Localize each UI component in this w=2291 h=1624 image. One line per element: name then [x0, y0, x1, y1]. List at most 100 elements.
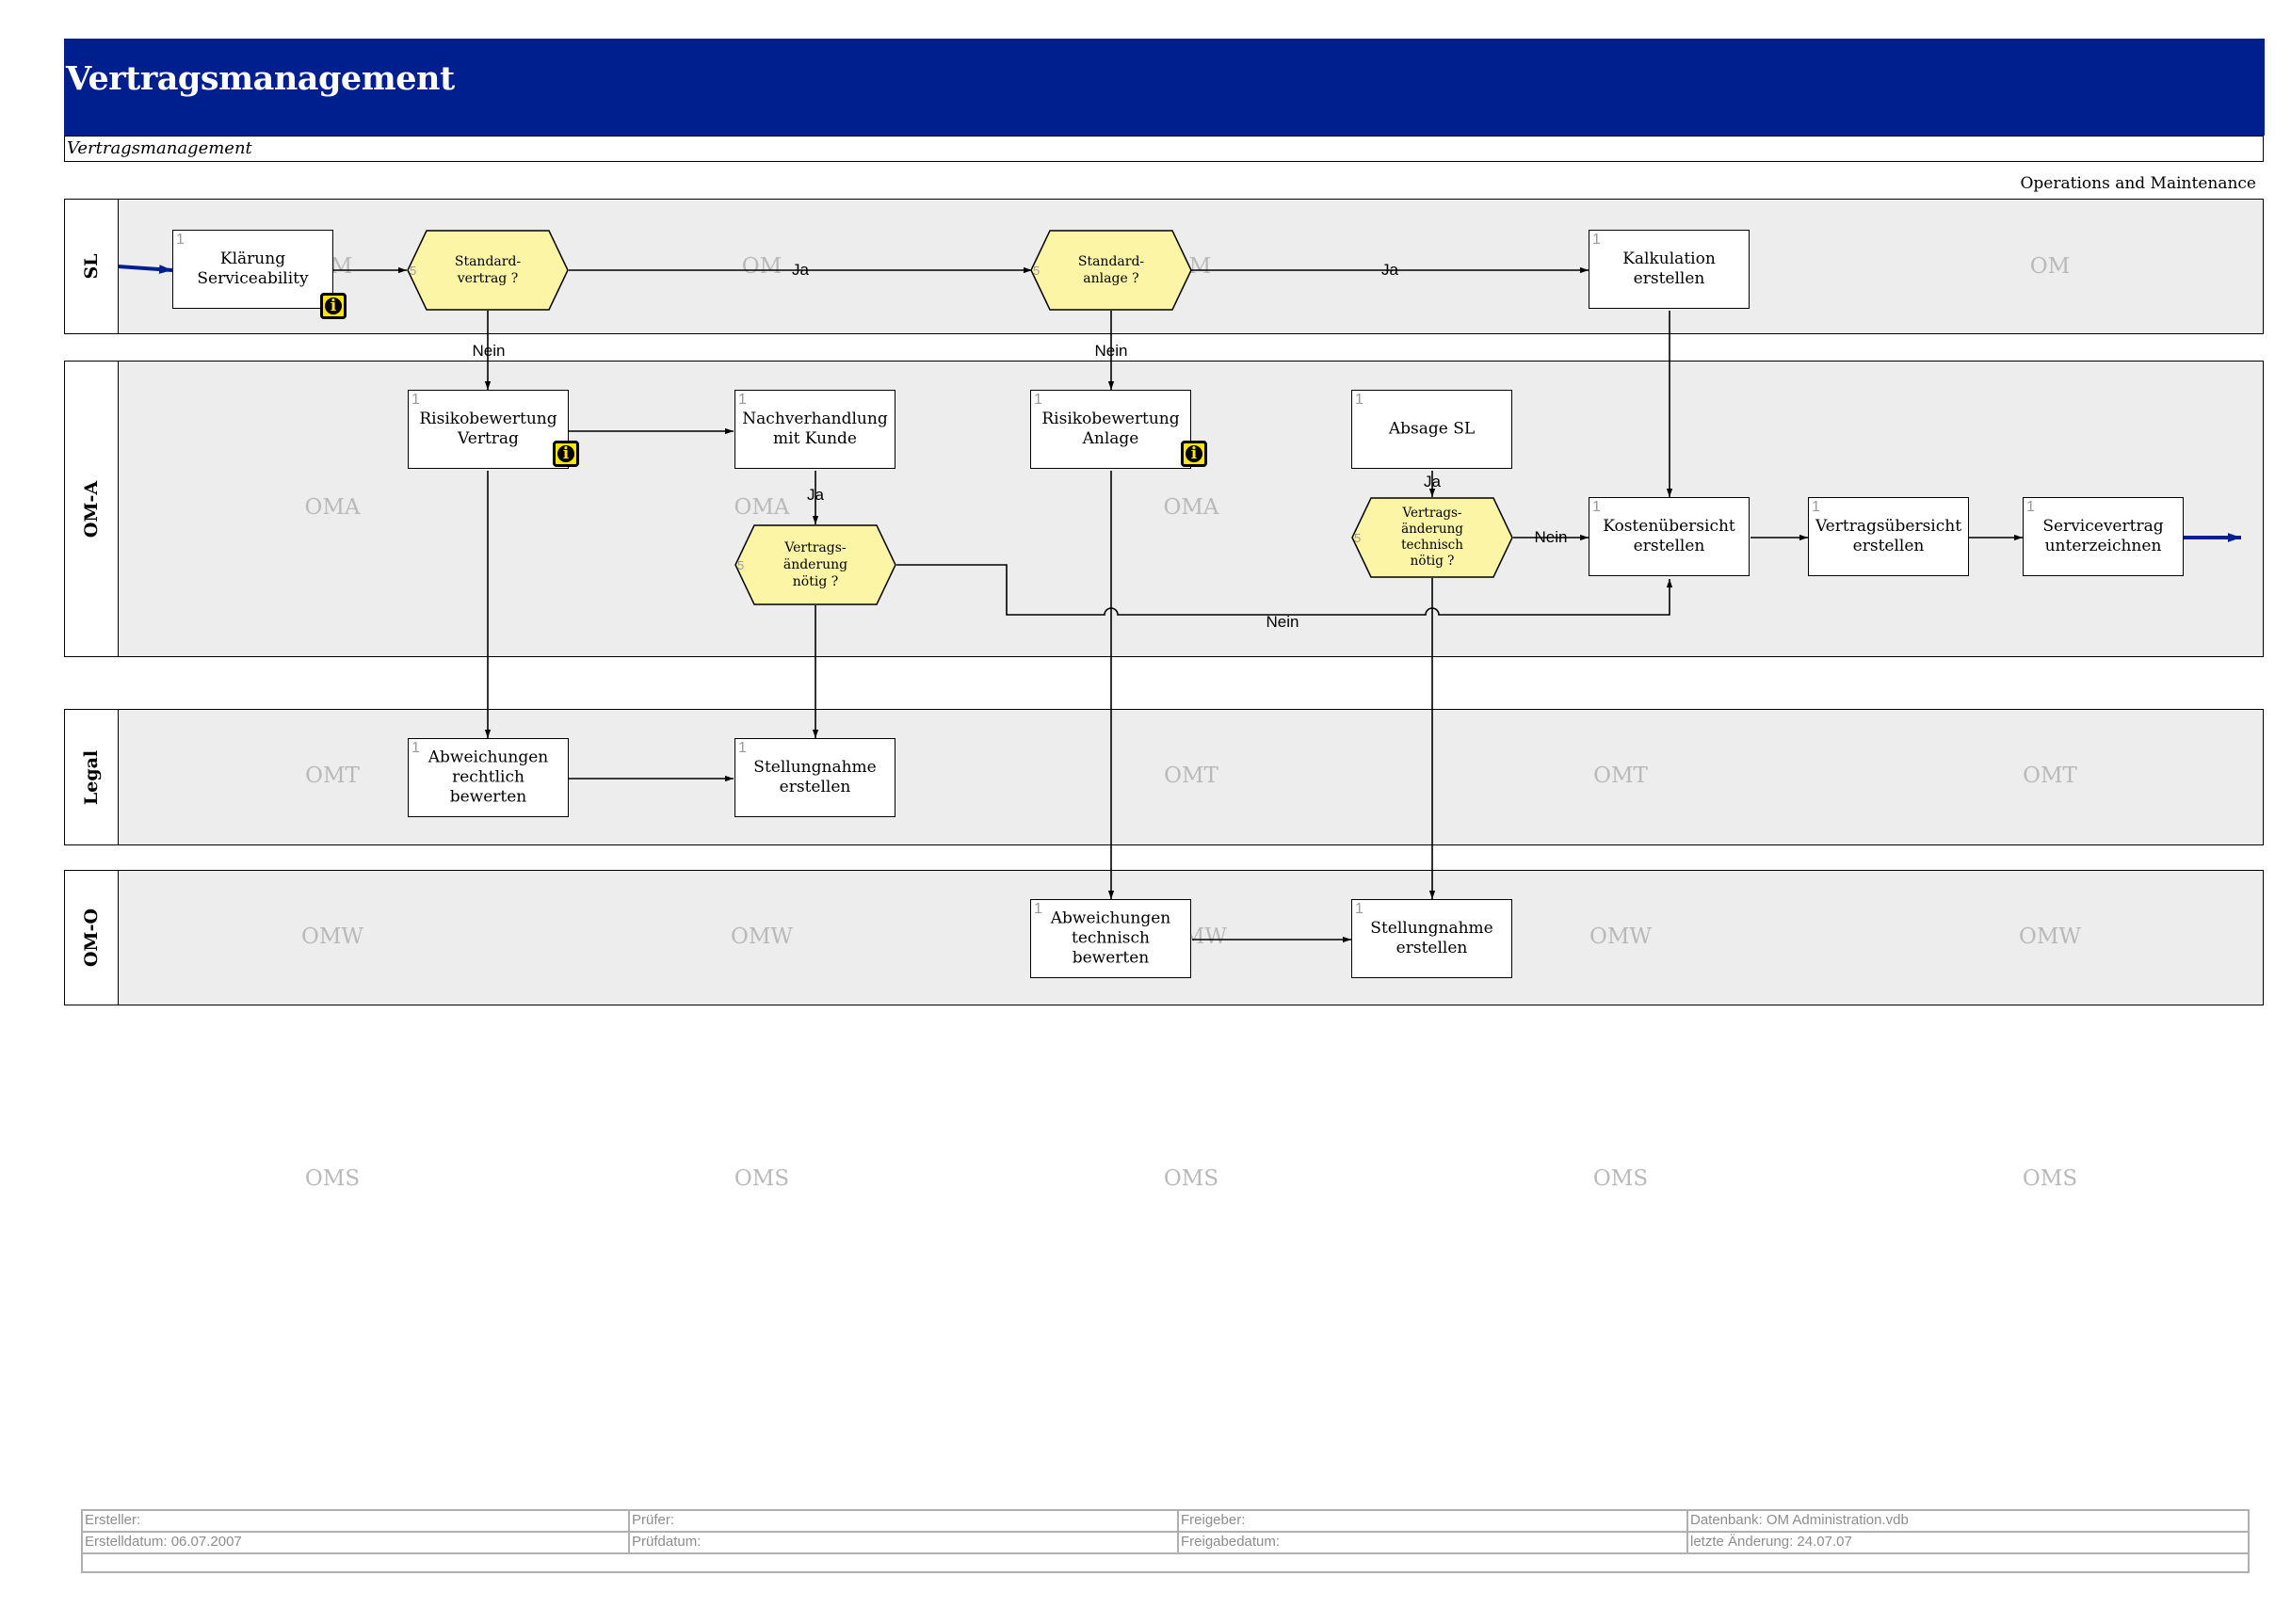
task-number: 1 [1034, 901, 1042, 917]
lane-watermark: OM [2029, 254, 2071, 279]
edge-label-no: Nein [1094, 342, 1128, 360]
lane-header: SL [65, 200, 119, 333]
lane-watermark: OMW [730, 925, 794, 949]
edge-d3-n7 [896, 564, 1673, 616]
task-risikobewertung-anlage[interactable]: 1 Risikobewertung Anlage [1030, 390, 1191, 469]
outside-watermark: OMS [734, 1166, 790, 1191]
decision-standardanlage[interactable]: 5 Standard- anlage ? [1030, 230, 1192, 311]
task-label: Klärung Serviceability [197, 249, 309, 288]
task-number: 1 [2026, 499, 2035, 515]
task-number: 1 [176, 232, 185, 248]
task-stellungnahme-omo[interactable]: 1 Stellungnahme erstellen [1351, 899, 1512, 978]
task-label: Abweichungen rechtlich bewerten [428, 748, 549, 807]
task-label: Absage SL [1388, 419, 1476, 439]
edge-label-yes: Ja [1424, 473, 1441, 490]
lane-watermark: OM [741, 254, 782, 279]
task-number: 1 [1592, 232, 1601, 248]
footer-pruefer: Prüfer: [630, 1511, 1179, 1531]
task-kalkulation-erstellen[interactable]: 1 Kalkulation erstellen [1589, 230, 1750, 309]
task-number: 1 [1592, 499, 1601, 515]
decision-standardvertrag[interactable]: 5 Standard- vertrag ? [407, 230, 569, 311]
subtitle-box: Vertragsmanagement [64, 136, 2264, 162]
footer-row: Ersteller: Prüfer: Freigeber: Datenbank:… [83, 1511, 2248, 1533]
task-stellungnahme-legal[interactable]: 1 Stellungnahme erstellen [734, 738, 895, 817]
task-number: 1 [411, 740, 420, 756]
lane-watermark: OMT [305, 764, 360, 788]
task-number: 1 [1355, 901, 1363, 917]
task-risikobewertung-vertrag[interactable]: 1 Risikobewertung Vertrag [408, 390, 569, 469]
lane-header: OM-O [65, 871, 119, 1005]
outside-watermark: OMS [1163, 1166, 1219, 1191]
footer-pruefdatum: Prüfdatum: [630, 1533, 1179, 1552]
task-klaerung-serviceability[interactable]: 1 Klärung Serviceability [172, 230, 333, 309]
task-kostenuebersicht[interactable]: 1 Kostenübersicht erstellen [1589, 497, 1750, 576]
task-label: Stellungnahme erstellen [1370, 919, 1493, 957]
lane-watermark: OMW [1589, 925, 1653, 949]
start-arrow [118, 265, 173, 274]
footer-datenbank: Datenbank: OM Administration.vdb [1690, 1512, 1909, 1528]
task-label: Abweichungen technisch bewerten [1050, 908, 1171, 968]
decision-label: Vertrags- änderung technisch nötig ? [1401, 506, 1463, 569]
task-label: Risikobewertung Anlage [1041, 410, 1180, 448]
task-servicevertrag-unterzeichnen[interactable]: 1 Servicevertrag unterzeichnen [2023, 497, 2184, 576]
edge-label-no: Nein [1534, 528, 1568, 546]
task-number: 1 [1812, 499, 1820, 515]
outside-watermark: OMS [2022, 1166, 2078, 1191]
decision-label: Standard- anlage ? [1077, 254, 1145, 286]
decision-number: 5 [1354, 531, 1362, 545]
decision-vertragsaenderung-technisch[interactable]: 5 Vertrags- änderung technisch nötig ? [1351, 497, 1513, 578]
task-label: Risikobewertung Vertrag [419, 410, 557, 448]
info-icon[interactable]: i [553, 441, 579, 467]
decision-label: Standard- vertrag ? [454, 254, 522, 286]
task-number: 1 [1355, 392, 1363, 408]
task-label: Vertragsübersicht erstellen [1815, 517, 1962, 555]
page-title: Vertragsmanagement [66, 59, 455, 98]
lane-watermark: OMW [300, 925, 364, 949]
footer-table: Ersteller: Prüfer: Freigeber: Datenbank:… [81, 1509, 2250, 1573]
task-abweichungen-technisch[interactable]: 1 Abweichungen technisch bewerten [1030, 899, 1191, 978]
info-icon[interactable]: i [1181, 441, 1207, 467]
lane-header: Legal [65, 710, 119, 844]
footer-letzte-aenderung: letzte Änderung: 24.07.07 [1690, 1534, 1852, 1550]
lane-watermark: OMT [2023, 764, 2077, 788]
decision-number: 5 [737, 558, 745, 572]
page-subtitle: Vertragsmanagement [67, 138, 252, 158]
lane-watermark: OMA [734, 495, 790, 520]
decision-label: Vertrags- änderung nötig ? [782, 540, 848, 589]
task-label: Stellungnahme erstellen [753, 758, 877, 796]
info-icon[interactable]: i [320, 293, 347, 319]
lane-watermark: OMA [304, 495, 361, 520]
lane-watermark: OMT [1164, 764, 1218, 788]
task-vertragsuebersicht[interactable]: 1 Vertragsübersicht erstellen [1808, 497, 1969, 576]
task-absage-sl[interactable]: 1 Absage SL [1351, 390, 1512, 469]
task-nachverhandlung[interactable]: 1 Nachverhandlung mit Kunde [734, 390, 895, 469]
task-abweichungen-rechtlich[interactable]: 1 Abweichungen rechtlich bewerten [408, 738, 569, 817]
footer-ersteller: Ersteller: [83, 1511, 630, 1531]
lane-watermark: OMW [2018, 925, 2082, 949]
task-label: Servicevertrag unterzeichnen [2042, 517, 2164, 555]
footer-freigeber: Freigeber: [1179, 1511, 1688, 1531]
area-label: Operations and Maintenance [2020, 174, 2256, 193]
edge-label-yes: Ja [792, 261, 809, 279]
task-number: 1 [1034, 392, 1042, 408]
edge-label-yes: Ja [1381, 261, 1398, 279]
decision-number: 5 [410, 264, 417, 278]
title-bar: Vertragsmanagement [64, 39, 2265, 136]
decision-vertragsaenderung[interactable]: 5 Vertrags- änderung nötig ? [734, 524, 896, 605]
edge-label-no: Nein [1266, 613, 1299, 631]
lane-watermark: OMT [1593, 764, 1648, 788]
task-label: Nachverhandlung mit Kunde [742, 410, 888, 448]
task-number: 1 [411, 392, 420, 408]
footer-erstelldatum: Erstelldatum: 06.07.2007 [83, 1533, 630, 1552]
outside-watermark: OMS [1592, 1166, 1649, 1191]
footer-freigabedatum: Freigabedatum: [1179, 1533, 1688, 1552]
decision-number: 5 [1033, 264, 1041, 278]
task-number: 1 [738, 740, 747, 756]
outside-watermark: OMS [304, 1166, 361, 1191]
task-number: 1 [738, 392, 747, 408]
task-label: Kostenübersicht erstellen [1603, 517, 1735, 555]
lane-header: OM-A [65, 362, 119, 656]
edge-label-no: Nein [472, 342, 506, 360]
